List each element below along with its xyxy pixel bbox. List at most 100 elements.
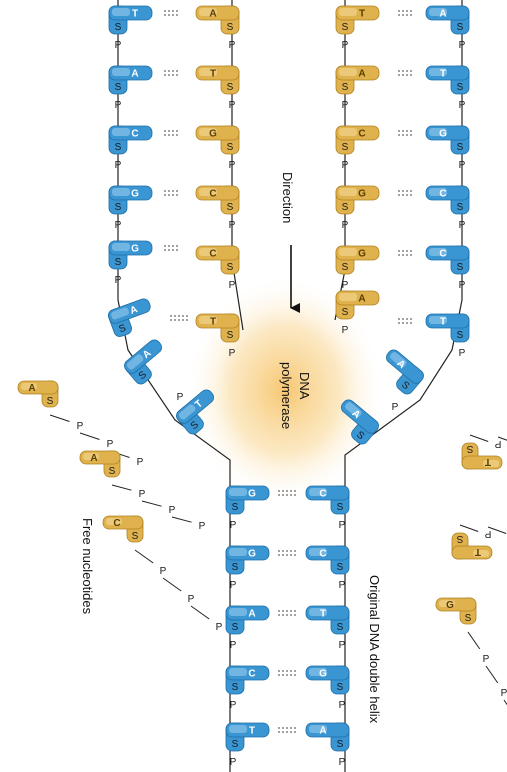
phosphate-letter: P xyxy=(115,275,122,286)
sugar-letter: S xyxy=(227,22,234,33)
phosphate-letter: P xyxy=(459,220,466,231)
phosphate-letter: P xyxy=(229,160,236,171)
phosphate-letter: P xyxy=(339,640,346,651)
base-letter: A xyxy=(28,383,35,394)
phosphate-letter: P xyxy=(459,40,466,51)
nucleotide-right-template: TS xyxy=(426,66,469,94)
sugar-letter: S xyxy=(342,82,349,93)
base-letter: A xyxy=(358,294,365,305)
phosphate-letter: P xyxy=(229,100,236,111)
phosphate-letter: P xyxy=(230,520,237,531)
phosphate-letter: P xyxy=(339,757,346,768)
phosphate-letter: P xyxy=(107,439,114,450)
sugar-letter: S xyxy=(232,682,239,693)
nucleotide-left-template: AS xyxy=(109,66,152,94)
base-letter: C xyxy=(209,249,216,260)
sugar-letter: S xyxy=(457,202,464,213)
nucleotide-original-right: CS xyxy=(306,486,349,514)
phosphate-letter: P xyxy=(484,528,491,539)
sugar-letter: S xyxy=(457,262,464,273)
sugar-letter: S xyxy=(457,82,464,93)
phosphate-letter: P xyxy=(459,280,466,291)
base-letter: C xyxy=(439,189,446,200)
nucleotide-original-left: CS xyxy=(226,666,269,694)
sugar-letter: S xyxy=(342,262,349,273)
base-letter: G xyxy=(131,189,139,200)
sugar-letter: S xyxy=(115,22,122,33)
nucleotide-left-template: TS xyxy=(109,6,152,34)
nucleotide-right-new: AS xyxy=(336,66,379,94)
phosphate-letter: P xyxy=(230,580,237,591)
nucleotide-right-new: GS xyxy=(336,246,379,274)
base-letter: G xyxy=(319,669,327,680)
phosphate-letter: P xyxy=(501,688,507,699)
nucleotide-original-left: AS xyxy=(226,606,269,634)
sugar-letter: S xyxy=(115,202,122,213)
base-letter: T xyxy=(440,69,446,80)
phosphate-letter: P xyxy=(137,457,144,468)
nucleotide-right-new: CS xyxy=(336,126,379,154)
base-letter: G xyxy=(209,129,217,140)
base-letter: A xyxy=(319,726,326,737)
phosphate-letter: P xyxy=(169,505,176,516)
phosphate-letter: P xyxy=(229,348,236,359)
phosphate-letter: P xyxy=(115,40,122,51)
sugar-letter: S xyxy=(337,739,344,750)
sugar-letter: S xyxy=(456,533,463,544)
base-letter: A xyxy=(439,9,446,20)
base-letter: G xyxy=(131,244,139,255)
sugar-letter: S xyxy=(47,396,54,407)
phosphate-letter: P xyxy=(115,220,122,231)
phosphate-letter: P xyxy=(342,220,349,231)
phosphate-letter: P xyxy=(229,40,236,51)
phosphate-letter: P xyxy=(342,100,349,111)
nucleotide-original-right: CS xyxy=(306,546,349,574)
phosphate-letter: P xyxy=(160,566,167,577)
phosphate-letter: P xyxy=(230,640,237,651)
phosphate-letter: P xyxy=(115,100,122,111)
sugar-letter: S xyxy=(457,142,464,153)
phosphate-letter: P xyxy=(459,348,466,359)
free-nucleotides-label: Free nucleotides xyxy=(80,518,95,615)
nucleotide-left-template: GS xyxy=(109,241,152,269)
nucleotide-left-unpaired: AS xyxy=(122,337,173,386)
sugar-letter: S xyxy=(227,142,234,153)
base-letter: C xyxy=(131,129,138,140)
phosphate-letter: P xyxy=(494,438,501,449)
nucleotide-right-new: GS xyxy=(336,186,379,214)
free-nucleotide: GSPPP xyxy=(436,598,507,733)
sugar-letter: S xyxy=(227,202,234,213)
free-nucleotide: TSPPP xyxy=(462,435,507,469)
phosphate-letter: P xyxy=(339,580,346,591)
nucleotide-right-new: TS xyxy=(336,6,379,34)
base-letter: A xyxy=(209,9,216,20)
phosphate-letter: P xyxy=(459,160,466,171)
base-letter: T xyxy=(210,69,216,80)
base-letter: A xyxy=(248,609,255,620)
base-letter: G xyxy=(358,189,366,200)
sugar-letter: S xyxy=(232,502,239,513)
sugar-letter: S xyxy=(337,622,344,633)
sugar-letter: S xyxy=(342,142,349,153)
phosphate-letter: P xyxy=(188,594,195,605)
nucleotide-left-new: CS xyxy=(196,186,239,214)
sugar-letter: S xyxy=(115,257,122,268)
phosphate-letter: P xyxy=(392,402,399,413)
base-letter: C xyxy=(319,549,326,560)
phosphate-letter: P xyxy=(229,220,236,231)
nucleotide-right-template: CS xyxy=(426,186,469,214)
phosphate-letter: P xyxy=(177,392,184,403)
phosphate-letter: P xyxy=(342,325,349,336)
phosphate-letter: P xyxy=(342,160,349,171)
sugar-letter: S xyxy=(457,22,464,33)
nucleotide-left-new: CS xyxy=(196,246,239,274)
nucleotide-right-template: GS xyxy=(426,126,469,154)
nucleotide-original-right: GS xyxy=(306,666,349,694)
nucleotide-right-template: AS xyxy=(426,6,469,34)
base-letter: T xyxy=(475,546,481,557)
base-letter: A xyxy=(131,69,138,80)
sugar-letter: S xyxy=(342,202,349,213)
phosphate-letter: P xyxy=(115,160,122,171)
base-letter: G xyxy=(439,129,447,140)
phosphate-letter: P xyxy=(230,700,237,711)
